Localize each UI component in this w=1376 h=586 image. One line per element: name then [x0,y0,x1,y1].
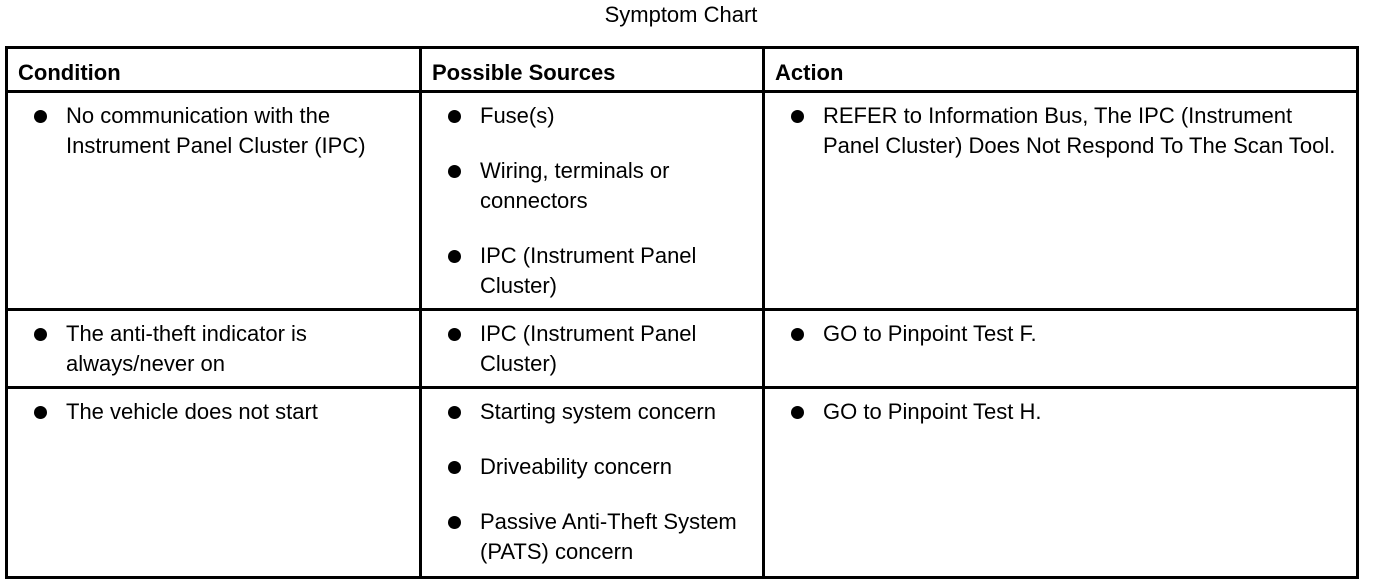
sources-cell: Starting system concern Driveability con… [419,386,765,579]
item-text: The anti-theft indicator is always/never… [66,321,307,376]
item-text: No communication with the Instrument Pan… [66,103,366,158]
bullet-icon [34,328,47,341]
condition-cell: No communication with the Instrument Pan… [5,90,422,311]
item-text: Driveability concern [480,454,672,479]
list-item: REFER to Information Bus, The IPC (Instr… [765,101,1346,161]
bullet-icon [448,328,461,341]
list-item: No communication with the Instrument Pan… [8,101,409,161]
bullet-icon [448,165,461,178]
list-item: IPC (Instrument Panel Cluster) [422,319,752,379]
item-text: REFER to Information Bus, The IPC (Instr… [823,103,1336,158]
bullet-icon [448,110,461,123]
list-item: GO to Pinpoint Test H. [765,397,1346,427]
list-item: The vehicle does not start [8,397,409,427]
bullet-icon [448,406,461,419]
condition-cell: The anti-theft indicator is always/never… [5,308,422,389]
item-text: GO to Pinpoint Test F. [823,321,1037,346]
condition-cell: The vehicle does not start [5,386,422,579]
table-row: The vehicle does not start Starting syst… [5,386,1359,579]
bullet-icon [34,110,47,123]
item-text: Passive Anti-Theft System (PATS) concern [480,509,737,564]
list-item: The anti-theft indicator is always/never… [8,319,409,379]
bullet-icon [791,406,804,419]
sources-cell: Fuse(s) Wiring, terminals or connectors … [419,90,765,311]
action-cell: GO to Pinpoint Test H. [762,386,1359,579]
table-row: No communication with the Instrument Pan… [5,90,1359,311]
header-condition: Condition [5,46,422,93]
list-item: Starting system concern [422,397,752,427]
list-item: Fuse(s) [422,101,752,131]
table-row: The anti-theft indicator is always/never… [5,308,1359,389]
page-title: Symptom Chart [604,2,758,27]
item-text: The vehicle does not start [66,399,318,424]
item-text: GO to Pinpoint Test H. [823,399,1042,424]
table-header-row: Condition Possible Sources Action [5,46,1359,93]
sources-cell: IPC (Instrument Panel Cluster) [419,308,765,389]
list-item: Passive Anti-Theft System (PATS) concern [422,507,752,567]
action-cell: GO to Pinpoint Test F. [762,308,1359,389]
symptom-table: Condition Possible Sources Action No com… [5,46,1359,579]
list-item: Driveability concern [422,452,752,482]
item-text: Starting system concern [480,399,716,424]
header-possible-sources: Possible Sources [419,46,765,93]
bullet-icon [34,406,47,419]
item-text: IPC (Instrument Panel Cluster) [480,243,697,298]
bullet-icon [448,250,461,263]
header-action: Action [762,46,1359,93]
bullet-icon [791,328,804,341]
item-text: Fuse(s) [480,103,555,128]
item-text: Wiring, terminals or connectors [480,158,670,213]
bullet-icon [448,516,461,529]
list-item: GO to Pinpoint Test F. [765,319,1346,349]
bullet-icon [448,461,461,474]
action-cell: REFER to Information Bus, The IPC (Instr… [762,90,1359,311]
list-item: Wiring, terminals or connectors [422,156,752,216]
list-item: IPC (Instrument Panel Cluster) [422,241,752,301]
item-text: IPC (Instrument Panel Cluster) [480,321,697,376]
bullet-icon [791,110,804,123]
